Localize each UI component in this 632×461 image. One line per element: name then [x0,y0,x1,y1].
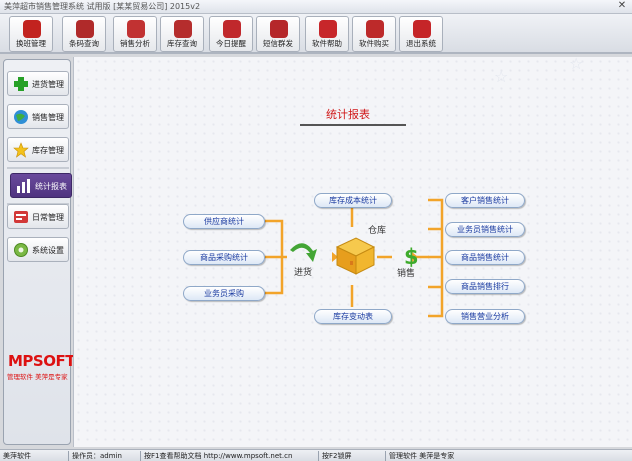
sales-analysis-label: 销售分析 [120,39,150,48]
flow-connectors: $ [265,198,444,318]
exit-icon [413,20,431,38]
status-divider [140,451,141,461]
exit-system-button[interactable]: 退出系统 [399,16,443,52]
bar-chart-icon [17,179,30,193]
today-reminder-label: 今日提醒 [216,39,246,48]
status-operator: 操作员：admin [72,452,122,460]
inventory-cost-stats-button[interactable]: 库存成本统计 [314,193,392,208]
shift-icon [23,20,41,38]
product-purchase-stats-button[interactable]: 商品采购统计 [183,250,265,265]
salesman-purchase-button[interactable]: 业务员采购 [183,286,265,301]
page-title: 统计报表 [326,108,370,121]
inventory-query-button[interactable]: 库存查询 [160,16,204,52]
customer-sales-stats-button[interactable]: 客户销售统计 [445,193,525,208]
sales-business-analysis-button[interactable]: 销售营业分析 [445,309,525,324]
sidebar-item-label: 销售管理 [32,113,64,122]
exit-system-label: 退出系统 [406,39,436,48]
barcode-icon [76,20,94,38]
globe-icon [14,110,28,124]
inventory-change-button[interactable]: 库存变动表 [314,309,392,324]
sidebar-item-label: 系统设置 [32,246,64,255]
status-bar: 美萍软件 操作员：admin 按F1查看帮助文档 http://www.mpso… [0,449,632,461]
sidebar-item-system[interactable]: 系统设置 [7,237,69,262]
title-underline [300,124,406,126]
brand-logo: MPSOFT [8,352,75,370]
sidebar-divider [7,167,69,169]
sidebar-item-purchase[interactable]: 进货管理 [7,71,69,96]
sales-flow-label: 销售 [397,269,416,279]
help-icon [319,20,337,38]
arrow-right-icon [290,243,317,262]
sidebar-item-reports[interactable]: 统计报表 [10,173,72,198]
toolbar: 换班管理 条码查询 销售分析 库存查询 今日提醒 短信群发 软件帮助 软件购买 … [0,14,632,54]
software-help-button[interactable]: 软件帮助 [305,16,349,52]
sidebar-item-sales[interactable]: 销售管理 [7,104,69,129]
status-lock-hint: 按F2锁屏 [322,452,352,460]
warehouse-label: 仓库 [368,226,387,236]
status-slogan: 管理软件 美萍是专家 [389,452,455,460]
star-icon [13,142,29,158]
reminder-icon [223,20,241,38]
sidebar-item-inventory[interactable]: 库存管理 [7,137,69,162]
status-help-hint: 按F1查看帮助文档 http://www.mpsoft.net.cn [144,452,293,460]
sidebar: 进货管理 销售管理 库存管理 统计报表 日常管理 系统设置 MPSOFT 管理软… [3,59,75,445]
sales-analysis-button[interactable]: 销售分析 [113,16,157,52]
software-help-label: 软件帮助 [312,39,342,48]
barcode-query-label: 条码查询 [69,39,99,48]
status-divider [385,451,386,461]
sidebar-item-label: 进货管理 [32,80,64,89]
sidebar-item-label: 库存管理 [32,146,64,155]
cart-icon [366,20,384,38]
dollar-icon: $ [404,245,419,269]
sidebar-item-label: 统计报表 [35,182,67,191]
sidebar-item-label: 日常管理 [32,213,64,222]
today-reminder-button[interactable]: 今日提醒 [209,16,253,52]
star-decoration: ☆ [569,57,584,73]
barcode-query-button[interactable]: 条码查询 [62,16,106,52]
window-title: 美萍超市销售管理系统 试用版 [某某贸易公司] 2015v2 [4,2,201,11]
supplier-stats-button[interactable]: 供应商统计 [183,214,265,229]
bar-chart-icon [127,20,145,38]
star-decoration: ☆ [494,67,509,86]
shift-management-label: 换班管理 [16,39,46,48]
binoculars-icon [174,20,192,38]
product-sales-ranking-button[interactable]: 商品销售排行 [445,279,525,294]
plus-icon [14,77,28,91]
inventory-query-label: 库存查询 [167,39,197,48]
brand-slogan: 管理软件 美萍是专家 [7,373,68,381]
sidebar-item-daily[interactable]: 日常管理 [7,204,69,229]
sms-broadcast-label: 短信群发 [263,39,293,48]
buy-software-button[interactable]: 软件购买 [352,16,396,52]
close-icon[interactable]: ✕ [617,0,627,11]
product-sales-stats-button[interactable]: 商品销售统计 [445,250,525,265]
title-bar: 美萍超市销售管理系统 试用版 [某某贸易公司] 2015v2 ✕ [0,0,632,14]
buy-software-label: 软件购买 [359,39,389,48]
main-panel: ☆ ☆ 统计报表 $ 供应商统计 商品采购统计 业务员 [73,57,632,447]
sms-broadcast-button[interactable]: 短信群发 [256,16,300,52]
settings-icon [14,211,28,223]
status-divider [318,451,319,461]
status-divider [68,451,69,461]
mail-icon [270,20,288,38]
salesman-sales-stats-button[interactable]: 业务员销售统计 [445,222,525,237]
purchase-flow-label: 进货 [294,268,313,278]
package-icon [335,237,376,275]
shift-management-button[interactable]: 换班管理 [9,16,53,52]
status-app-name: 美萍软件 [3,452,31,460]
gear-icon [14,243,28,257]
